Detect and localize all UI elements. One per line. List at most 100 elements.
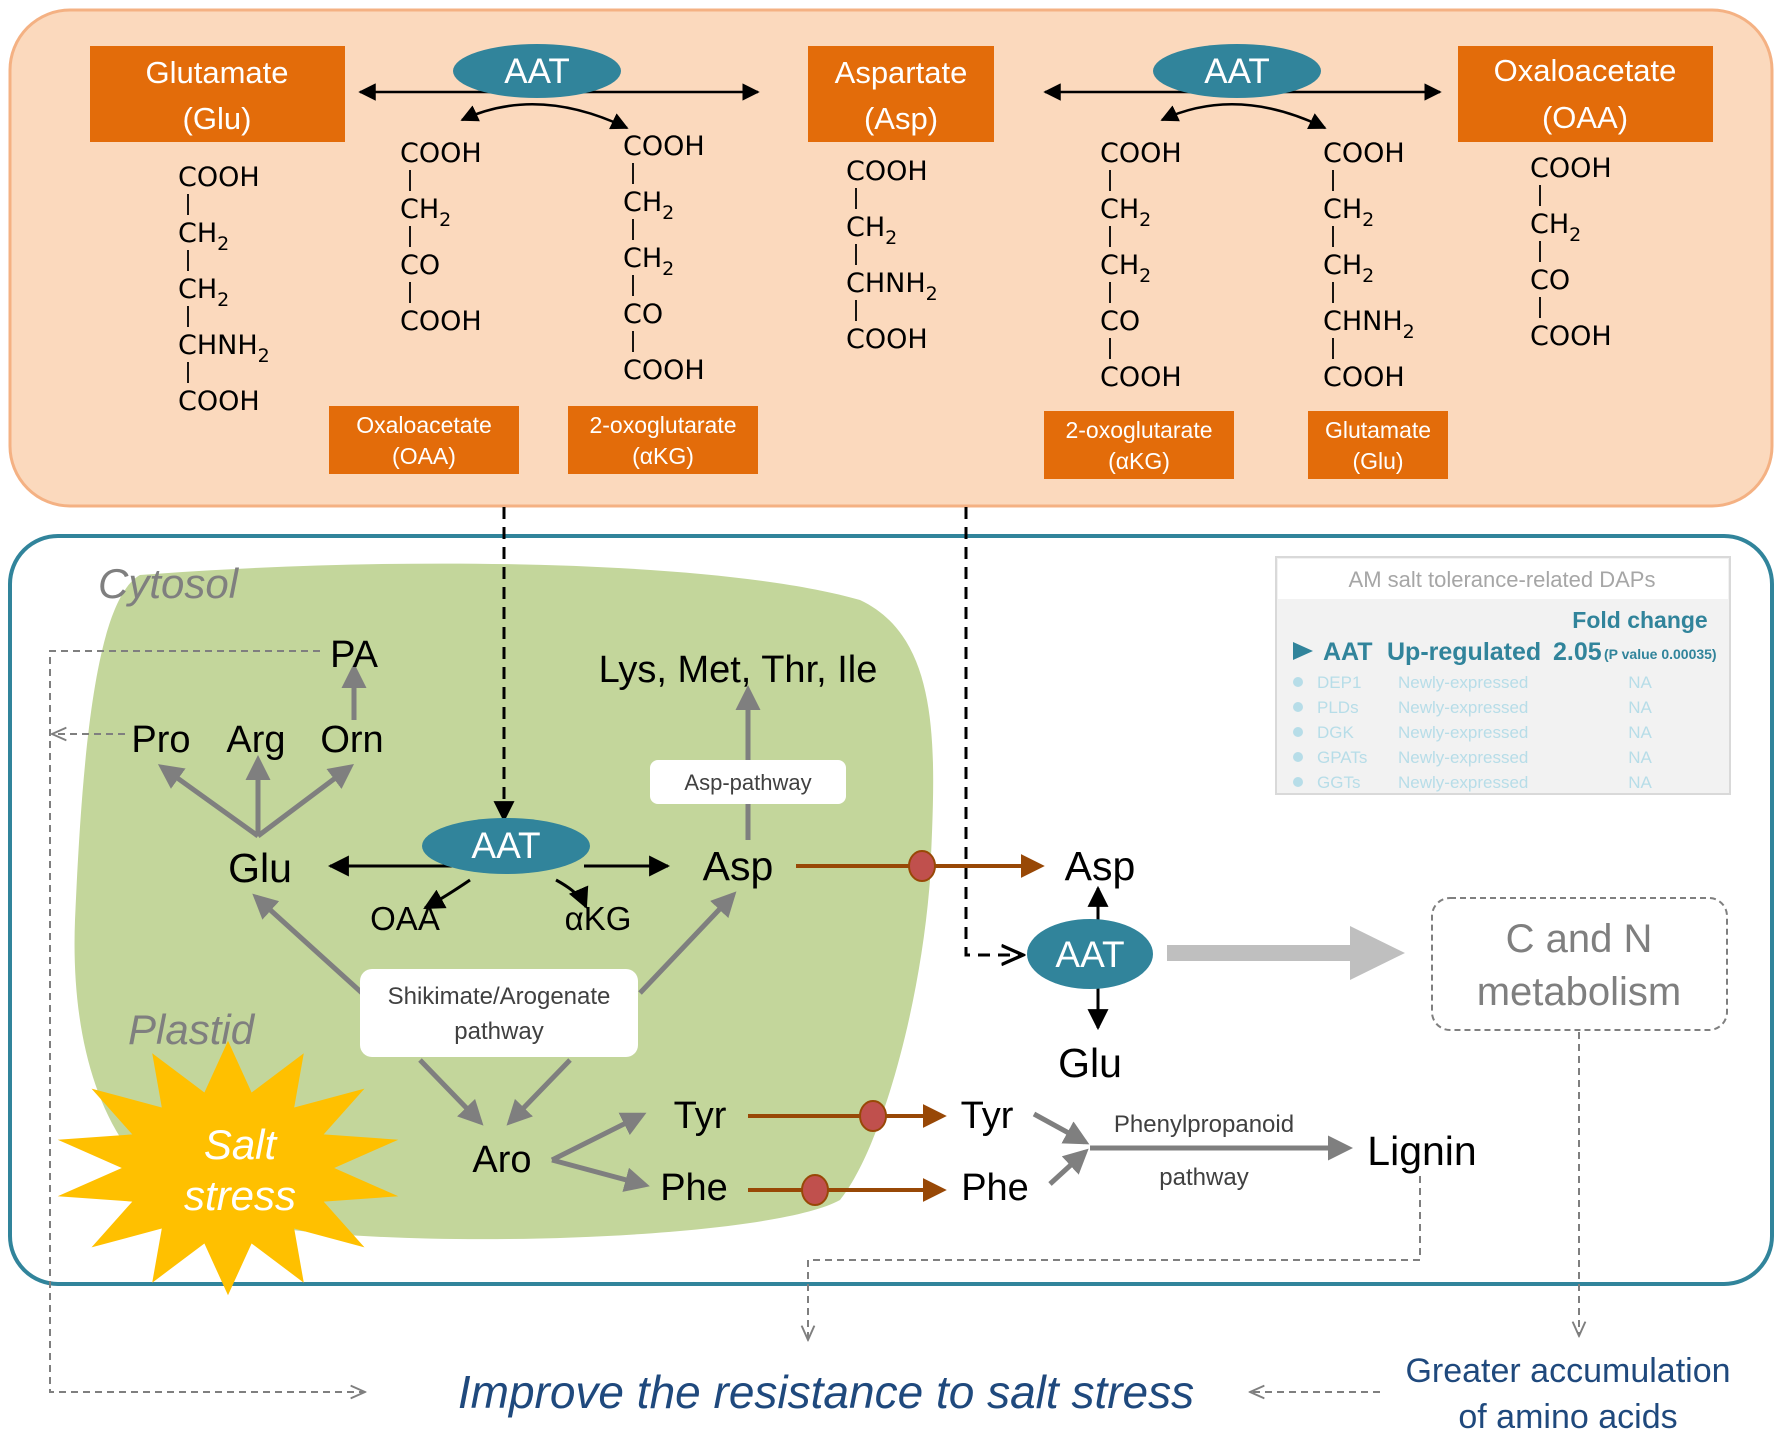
svg-text:stress: stress bbox=[184, 1172, 296, 1219]
cofactor-arrow-2 bbox=[1160, 103, 1327, 130]
aat-enzyme-top-2: AAT bbox=[1153, 44, 1321, 98]
metabolite-akg: αKG bbox=[565, 900, 632, 937]
glutamate-abbr: (Glu) bbox=[183, 101, 252, 136]
svg-text:(OAA): (OAA) bbox=[392, 443, 456, 469]
aat-enzyme-cytosol: AAT bbox=[1027, 919, 1153, 989]
svg-text:2.05: 2.05 bbox=[1553, 638, 1602, 666]
phenylpropanoid-label-1: Phenylpropanoid bbox=[1114, 1111, 1294, 1138]
dap-row: PLDs Newly-expressed NA bbox=[1293, 698, 1652, 717]
dap-row-fold: NA bbox=[1628, 698, 1652, 717]
svg-text:AAT: AAT bbox=[504, 52, 569, 91]
metabolite-orn: Orn bbox=[320, 719, 383, 761]
aat-enzyme-plastid: AAT bbox=[422, 818, 590, 874]
svg-text:(αKG): (αKG) bbox=[632, 443, 694, 469]
svg-text:COOH: COOH bbox=[1530, 321, 1612, 352]
dap-col-header: Fold change bbox=[1572, 607, 1707, 633]
dap-row-fold: NA bbox=[1628, 773, 1652, 792]
phenylpropanoid-label-2: pathway bbox=[1159, 1164, 1248, 1191]
svg-text:CH2: CH2 bbox=[1323, 194, 1374, 231]
svg-text:COOH: COOH bbox=[846, 324, 928, 355]
svg-text:COOH: COOH bbox=[623, 355, 705, 386]
dap-row-fold: NA bbox=[1628, 723, 1652, 742]
reaction-panel: Glutamate (Glu) Aspartate (Asp) Oxaloace… bbox=[8, 8, 1774, 508]
cofactor-arrow-1 bbox=[460, 103, 629, 130]
svg-text:CH2: CH2 bbox=[1323, 250, 1374, 287]
plastid-label: Plastid bbox=[128, 1006, 256, 1053]
metabolite-arg: Arg bbox=[226, 719, 285, 761]
svg-text:2-oxoglutarate: 2-oxoglutarate bbox=[589, 412, 736, 438]
svg-text:COOH: COOH bbox=[400, 306, 482, 337]
dap-row-protein: DGK bbox=[1317, 723, 1355, 742]
svg-text:CO: CO bbox=[1100, 306, 1140, 337]
svg-text:COOH: COOH bbox=[1100, 138, 1182, 169]
dap-row-status: Newly-expressed bbox=[1398, 748, 1528, 767]
dap-row-protein: GGTs bbox=[1317, 773, 1360, 792]
dap-row-protein: PLDs bbox=[1317, 698, 1359, 717]
svg-text:COOH: COOH bbox=[623, 131, 705, 162]
svg-text:Asp-pathway: Asp-pathway bbox=[684, 770, 811, 795]
metabolite-pa: PA bbox=[330, 634, 379, 676]
svg-text:CHNH2: CHNH2 bbox=[846, 268, 938, 305]
improve-resistance-text: Improve the resistance to salt stress bbox=[458, 1366, 1194, 1418]
accumulation-text-1: Greater accumulation bbox=[1405, 1352, 1730, 1390]
svg-text:COOH: COOH bbox=[178, 386, 260, 417]
accumulation-text-2: of amino acids bbox=[1458, 1398, 1677, 1436]
dap-row-status: Newly-expressed bbox=[1398, 698, 1528, 717]
phe-transport bbox=[748, 1174, 947, 1206]
dap-row-status: Newly-expressed bbox=[1398, 773, 1528, 792]
aat-enzyme-top-1: AAT bbox=[453, 44, 621, 98]
metabolite-lys-met-thr-ile: Lys, Met, Thr, Ile bbox=[599, 649, 878, 691]
dap-row-protein: DEP1 bbox=[1317, 673, 1361, 692]
svg-text:Oxaloacetate: Oxaloacetate bbox=[356, 412, 492, 438]
svg-text:COOH: COOH bbox=[1100, 362, 1182, 393]
svg-text:COOH: COOH bbox=[400, 138, 482, 169]
svg-text:metabolism: metabolism bbox=[1477, 970, 1682, 1014]
outcome-dashed-arrows bbox=[49, 650, 1579, 1392]
svg-text:(Glu): (Glu) bbox=[1352, 448, 1403, 474]
oxaloacetate-abbr: (OAA) bbox=[1542, 100, 1628, 135]
tyr-transport bbox=[748, 1100, 947, 1132]
svg-text:C and N: C and N bbox=[1506, 917, 1653, 961]
dashed-arrow-to-cytosol-aat bbox=[964, 507, 1023, 955]
substrate-box-oaa: Oxaloacetate (OAA) bbox=[329, 406, 519, 474]
svg-text:CH2: CH2 bbox=[178, 274, 229, 311]
dap-row-status: Newly-expressed bbox=[1398, 723, 1528, 742]
svg-text:COOH: COOH bbox=[846, 156, 928, 187]
metabolite-tyr-cytosol: Tyr bbox=[961, 1095, 1014, 1137]
svg-text:CH2: CH2 bbox=[178, 218, 229, 255]
svg-text:CH2: CH2 bbox=[623, 243, 674, 280]
metabolite-tyr: Tyr bbox=[674, 1095, 727, 1137]
substrate-box-akg-1: 2-oxoglutarate (αKG) bbox=[568, 406, 758, 474]
cn-metabolism-box: C and N metabolism bbox=[1431, 897, 1728, 1031]
aat-to-oaa-arrow bbox=[423, 878, 471, 910]
svg-text:(αKG): (αKG) bbox=[1108, 448, 1170, 474]
svg-text:CH2: CH2 bbox=[1100, 250, 1151, 287]
svg-text:CO: CO bbox=[400, 250, 440, 281]
svg-text:AAT: AAT bbox=[1323, 638, 1373, 666]
svg-text:(P value 0.00035): (P value 0.00035) bbox=[1604, 646, 1717, 662]
svg-text:AAT: AAT bbox=[471, 825, 540, 866]
metabolite-asp-cytosol: Asp bbox=[1065, 843, 1136, 889]
svg-text:CHNH2: CHNH2 bbox=[178, 330, 270, 367]
asp-transport bbox=[796, 850, 1045, 882]
dap-row-protein: GPATs bbox=[1317, 748, 1367, 767]
svg-text:2-oxoglutarate: 2-oxoglutarate bbox=[1065, 417, 1212, 443]
svg-text:COOH: COOH bbox=[178, 162, 260, 193]
svg-text:CH2: CH2 bbox=[623, 187, 674, 224]
dap-table: AM salt tolerance-related DAPs Fold chan… bbox=[1275, 556, 1731, 795]
metabolite-phe-cytosol: Phe bbox=[961, 1167, 1029, 1209]
svg-text:Glutamate: Glutamate bbox=[1325, 417, 1431, 443]
svg-text:CO: CO bbox=[1530, 265, 1570, 296]
aspartate-label: Aspartate bbox=[835, 55, 968, 90]
dap-row-status: Newly-expressed bbox=[1398, 673, 1528, 692]
svg-text:COOH: COOH bbox=[1530, 153, 1612, 184]
svg-text:Salt: Salt bbox=[204, 1121, 279, 1168]
substrate-box-akg-2: 2-oxoglutarate (αKG) bbox=[1044, 411, 1234, 479]
dap-row: DGK Newly-expressed NA bbox=[1293, 723, 1652, 742]
svg-text:pathway: pathway bbox=[454, 1018, 543, 1045]
metabolite-glu: Glu bbox=[228, 845, 292, 891]
